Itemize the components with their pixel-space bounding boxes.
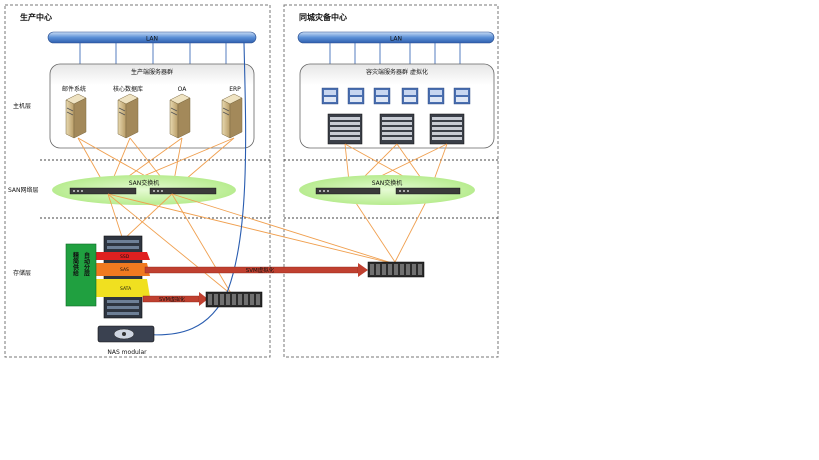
auto-tier-label: 自动分层 bbox=[83, 251, 90, 277]
san-switch-icon bbox=[315, 187, 461, 195]
server-label: OA bbox=[178, 86, 188, 93]
vm-icon bbox=[401, 87, 419, 105]
dr-title: 同城灾备中心 bbox=[299, 12, 347, 22]
server-tower-icon bbox=[221, 93, 243, 139]
tier-sata-band bbox=[95, 279, 150, 297]
server-label: 邮件系统 bbox=[62, 85, 86, 93]
tier-ssd-band bbox=[95, 252, 150, 260]
production-san-network bbox=[52, 175, 236, 205]
vm-icon bbox=[453, 87, 471, 105]
server-tower-icon bbox=[117, 93, 139, 139]
server-tower-icon bbox=[169, 93, 191, 139]
server-label: 核心数据库 bbox=[113, 85, 143, 93]
auto-tiering-box bbox=[65, 243, 97, 307]
svm-remote-label: SVM虚拟化 bbox=[246, 266, 275, 274]
tier-sata-label: SATA bbox=[120, 286, 132, 292]
vm-icon bbox=[347, 87, 365, 105]
vm-icon bbox=[427, 87, 445, 105]
dr-center-frame bbox=[283, 4, 499, 358]
lan-drops bbox=[79, 43, 227, 64]
production-title: 生产中心 bbox=[20, 12, 52, 22]
blade-chassis-icon bbox=[379, 113, 415, 145]
blade-chassis-icon bbox=[327, 113, 363, 145]
fc-links-storage bbox=[107, 193, 396, 296]
nas-modular-icon bbox=[97, 325, 155, 343]
server-tower-icon bbox=[65, 93, 87, 139]
thin-provision-label: 精简供给 bbox=[72, 251, 80, 277]
nas-label: NAS modular bbox=[107, 349, 147, 356]
dr-lan-label: LAN bbox=[390, 36, 402, 43]
vm-icon bbox=[373, 87, 391, 105]
layer-label-san: SAN网络层 bbox=[8, 186, 39, 194]
vm-icon bbox=[321, 87, 339, 105]
layer-label-host: 主机层 bbox=[13, 102, 31, 110]
blade-chassis-icon bbox=[429, 113, 465, 145]
layer-label-storage: 存储层 bbox=[13, 269, 31, 277]
tier-sas-label: SAS bbox=[120, 267, 129, 273]
svm-remote-arrow bbox=[144, 263, 368, 277]
dr-san-label: SAN交换机 bbox=[372, 179, 403, 187]
san-switch-icon bbox=[69, 187, 217, 195]
production-server-group bbox=[49, 63, 255, 149]
dr-disk-enclosure-icon bbox=[367, 261, 425, 278]
dr-server-group-label: 容灾端服务器群 虚拟化 bbox=[366, 68, 428, 76]
dr-blade-servers bbox=[327, 113, 465, 145]
dr-lan-drops bbox=[329, 43, 461, 64]
storage-array-icon bbox=[103, 235, 143, 319]
disk-enclosure-icon bbox=[205, 291, 263, 308]
dr-san-network bbox=[299, 175, 475, 205]
tier-ssd-label: SSD bbox=[120, 254, 130, 260]
svm-local-label: SVM虚拟化 bbox=[159, 296, 185, 303]
dr-lan-bar bbox=[297, 31, 495, 44]
production-san-label: SAN交换机 bbox=[129, 179, 160, 187]
production-center-frame bbox=[4, 4, 271, 358]
production-lan-bar bbox=[47, 31, 257, 44]
production-server-group-label: 生产端服务器群 bbox=[131, 68, 173, 76]
server-label: ERP bbox=[229, 86, 241, 93]
production-servers: 邮件系统 核心数据库 OA ERP bbox=[62, 85, 243, 139]
tier-sas-band bbox=[95, 263, 150, 276]
production-lan-label: LAN bbox=[146, 36, 158, 43]
svm-local-arrow bbox=[142, 292, 208, 306]
dr-vm-icons bbox=[321, 87, 471, 105]
